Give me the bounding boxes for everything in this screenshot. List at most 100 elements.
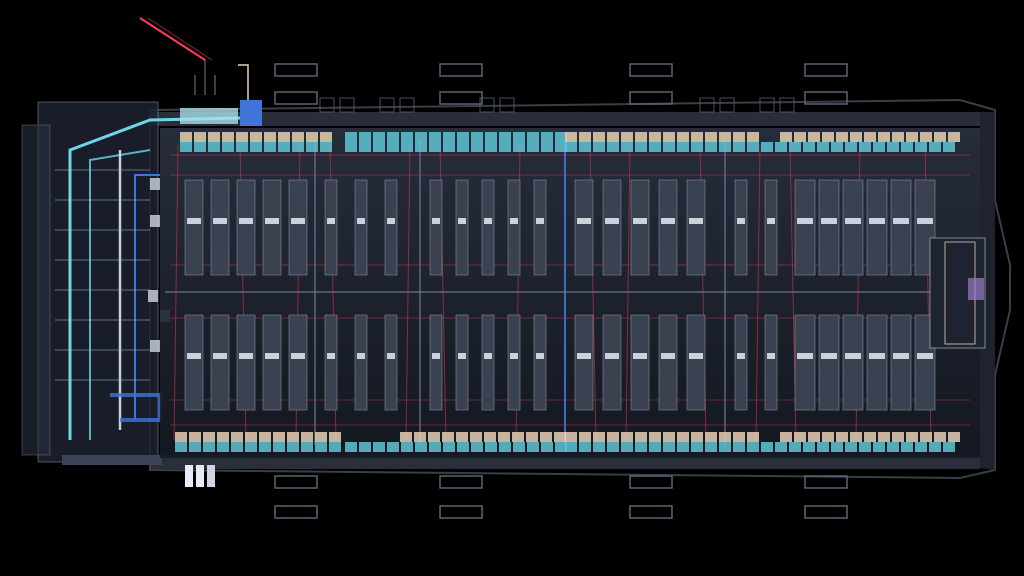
cooling-unit-icon — [555, 442, 567, 452]
power-unit-icon — [259, 432, 271, 442]
rack-icon — [893, 353, 909, 359]
cooling-unit-icon — [499, 142, 511, 152]
cooling-unit-icon — [189, 442, 201, 452]
cooling-unit-icon — [359, 142, 371, 152]
cooling-unit-icon — [817, 142, 829, 152]
rack-icon — [661, 353, 675, 359]
cooling-unit-icon — [607, 142, 619, 152]
rack-icon — [633, 218, 647, 224]
rooftop-unit — [339, 97, 355, 113]
power-unit-icon — [948, 432, 960, 442]
cooling-unit-icon — [733, 442, 745, 452]
cooling-unit-icon — [471, 132, 483, 142]
cooling-unit-icon — [513, 142, 525, 152]
rack-icon — [265, 353, 279, 359]
cooling-unit-icon — [320, 142, 332, 152]
rack-icon — [866, 314, 888, 411]
cooling-unit-icon — [761, 142, 773, 152]
cooling-unit-icon — [457, 132, 469, 142]
rooftop-unit — [439, 475, 483, 489]
power-unit-icon — [705, 132, 717, 142]
power-unit-icon — [593, 132, 605, 142]
rack-icon — [429, 314, 443, 411]
cooling-unit-icon — [415, 142, 427, 152]
rooftop-unit — [274, 475, 318, 489]
power-unit-icon — [892, 432, 904, 442]
rack-icon — [533, 314, 547, 411]
power-unit-icon — [470, 432, 482, 442]
rack-icon — [794, 314, 816, 411]
pipe-icon — [150, 178, 160, 190]
pipe-icon — [148, 290, 158, 302]
rack-icon — [630, 314, 650, 411]
rack-icon — [262, 314, 282, 411]
cooling-unit-icon — [775, 442, 787, 452]
power-unit-icon — [892, 132, 904, 142]
cooling-unit-icon — [915, 142, 927, 152]
cooling-unit-icon — [789, 442, 801, 452]
rack-icon — [265, 218, 279, 224]
rack-icon — [291, 353, 305, 359]
cooling-unit-icon — [527, 132, 539, 142]
cooling-unit-icon — [250, 142, 262, 152]
cooling-unit-icon — [649, 142, 661, 152]
cooling-unit-icon — [943, 142, 955, 152]
rack-icon — [536, 218, 544, 224]
cooling-unit-icon — [579, 442, 591, 452]
cooling-unit-icon — [541, 442, 553, 452]
power-unit-icon — [934, 132, 946, 142]
rack-icon — [605, 218, 619, 224]
cooling-unit-icon — [245, 442, 257, 452]
power-unit-icon — [621, 132, 633, 142]
cooling-unit-icon — [775, 142, 787, 152]
rack-icon — [794, 179, 816, 276]
cooling-unit-icon — [415, 132, 427, 142]
rack-icon — [818, 314, 840, 411]
cooling-unit-icon — [429, 142, 441, 152]
power-unit-icon — [203, 432, 215, 442]
rack-icon — [262, 179, 282, 276]
cooling-unit-icon — [485, 442, 497, 452]
power-unit-icon — [273, 432, 285, 442]
cooling-unit-icon — [387, 132, 399, 142]
cooling-unit-icon — [621, 142, 633, 152]
rack-icon — [324, 179, 338, 276]
rack-icon — [818, 179, 840, 276]
rooftop-unit — [629, 63, 673, 77]
power-unit-icon — [306, 132, 318, 142]
cooling-unit-icon — [373, 132, 385, 142]
rack-icon — [357, 218, 365, 224]
cooling-unit-icon — [527, 142, 539, 152]
rooftop-unit — [319, 97, 335, 113]
power-unit-icon — [663, 132, 675, 142]
cooling-unit-icon — [345, 132, 357, 142]
cooling-unit-icon — [649, 442, 661, 452]
cooling-unit-icon — [264, 142, 276, 152]
power-unit-icon — [498, 432, 510, 442]
rooftop-unit — [274, 91, 318, 105]
rooftop-unit — [804, 91, 848, 105]
power-unit-icon — [649, 432, 661, 442]
power-unit-icon — [705, 432, 717, 442]
power-unit-icon — [878, 132, 890, 142]
cooling-unit-icon — [373, 142, 385, 152]
cooling-unit-icon — [677, 442, 689, 452]
rack-icon — [737, 218, 745, 224]
power-unit-icon — [329, 432, 341, 442]
power-unit-icon — [400, 432, 412, 442]
cooling-unit-icon — [359, 132, 371, 142]
cooling-unit-icon — [457, 142, 469, 152]
power-unit-icon — [231, 432, 243, 442]
pipe-icon — [150, 215, 160, 227]
cooling-unit-icon — [457, 442, 469, 452]
rack-icon — [767, 218, 775, 224]
cooling-unit-icon — [217, 442, 229, 452]
rooftop-unit — [629, 91, 673, 105]
power-unit-icon — [948, 132, 960, 142]
cooling-unit-icon — [555, 132, 567, 142]
power-unit-icon — [864, 432, 876, 442]
cooling-unit-icon — [593, 142, 605, 152]
power-unit-icon — [621, 432, 633, 442]
cooling-unit-icon — [373, 442, 385, 452]
power-unit-icon — [208, 132, 220, 142]
